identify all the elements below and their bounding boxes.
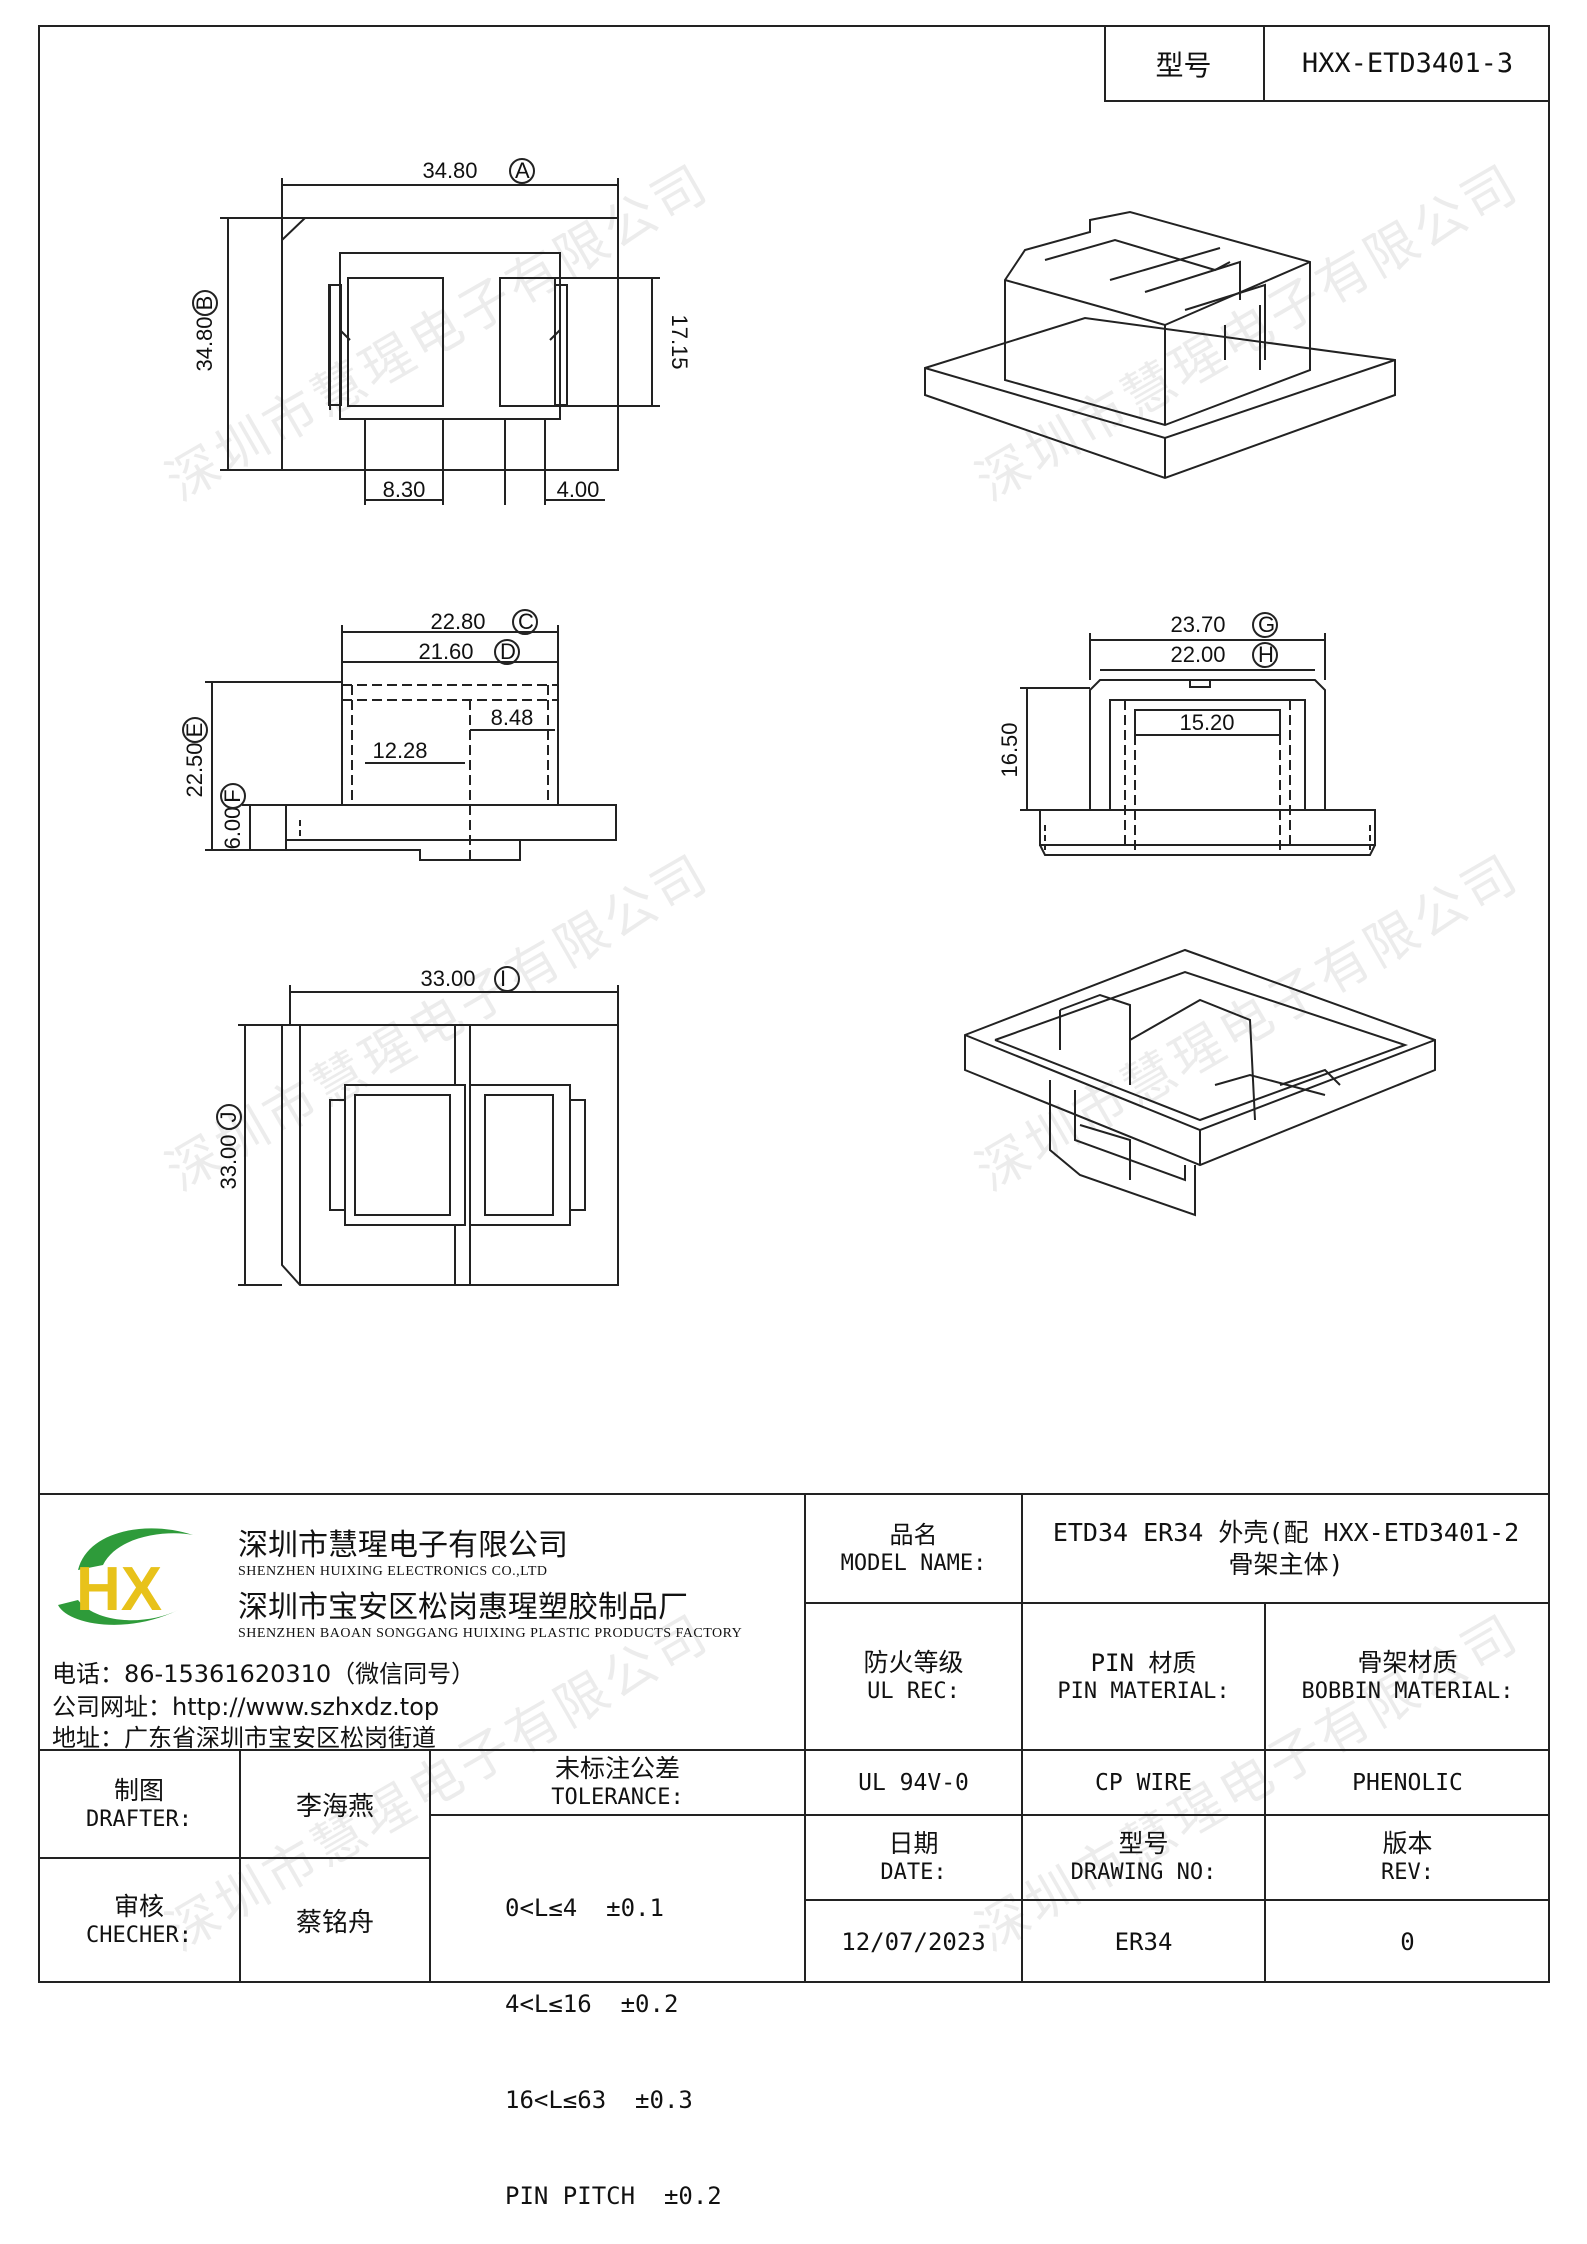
checker-name: 蔡铭舟 xyxy=(295,1908,374,1938)
logo-text: HX xyxy=(76,1555,162,1624)
tolerance-line: 16<L≤63 ±0.3 xyxy=(505,2086,693,2114)
technical-drawing: 34.80 A 34.80 B 17.15 8.30 4.00 22.80 C … xyxy=(182,158,1436,1286)
model-header-divider xyxy=(1263,25,1265,102)
tolerance-line: PIN PITCH ±0.2 xyxy=(505,2182,722,2210)
ul-rec-cn: 防火等级 xyxy=(863,1648,964,1678)
dim-inner2-text: 8.48 xyxy=(491,705,534,730)
pin-value: CP WIRE xyxy=(1095,1769,1192,1796)
top-view xyxy=(220,178,660,505)
tolerance-line: 0<L≤4 ±0.1 xyxy=(505,1894,664,1922)
model-name-value-line1: ETD34 ER34 外壳(配 HXX-ETD3401-2 xyxy=(1052,1518,1520,1548)
tolerance-cn: 未标注公差 xyxy=(554,1754,680,1784)
dim-g-tag: G xyxy=(1258,612,1275,637)
dim-b-text: 34.80 xyxy=(192,316,217,371)
dim-j-text: 33.00 xyxy=(216,1134,241,1189)
model-name-value-line2: 骨架主体) xyxy=(1228,1549,1344,1579)
dim-inner1-text: 12.28 xyxy=(372,738,427,763)
drawing-frame xyxy=(38,25,1550,1983)
model-name-en: MODEL NAME: xyxy=(840,1550,987,1576)
dim-c-text: 22.80 xyxy=(430,609,485,634)
dim-front-height-text: 16.50 xyxy=(997,722,1022,777)
dim-e-text: 22.50 xyxy=(182,742,207,797)
drawing-no-cn: 型号 xyxy=(1118,1829,1169,1859)
rev-value: 0 xyxy=(1400,1927,1415,1956)
rev-en: REV: xyxy=(1381,1860,1434,1886)
factory-name-en: SHENZHEN BAOAN SONGGANG HUIXING PLASTIC … xyxy=(238,1626,743,1641)
dim-f-text: 6.00 xyxy=(220,807,245,850)
company-website[interactable]: 公司网址：http://www.szhxdz.top xyxy=(52,1693,440,1721)
checker-en: CHECHER: xyxy=(86,1923,192,1949)
drafter-name: 李海燕 xyxy=(295,1791,374,1822)
model-name-cn: 品名 xyxy=(889,1520,938,1549)
dim-i-tag: I xyxy=(500,966,506,991)
tolerance-en: TOLERANCE: xyxy=(551,1785,684,1811)
side-view xyxy=(205,625,617,861)
pin-material-cn: PIN 材质 xyxy=(1090,1648,1197,1677)
dim-d-text: 21.60 xyxy=(418,639,473,664)
date-cn: 日期 xyxy=(888,1829,939,1859)
factory-name-cn: 深圳市宝安区松岗惠瑆塑胶制品厂 xyxy=(238,1590,688,1625)
model-value: HXX-ETD3401-3 xyxy=(1301,48,1514,79)
company-name-en: SHENZHEN HUIXING ELECTRONICS CO.,LTD xyxy=(238,1564,548,1579)
checker-cn: 审核 xyxy=(113,1892,164,1922)
ul-rec-en: UL REC: xyxy=(867,1679,960,1705)
dim-a-tag: A xyxy=(515,158,530,183)
dim-c-tag: C xyxy=(518,609,534,634)
drafter-en: DRAFTER: xyxy=(86,1806,192,1832)
dim-g-text: 23.70 xyxy=(1170,612,1225,637)
bobbin-material-en: BOBBIN MATERIAL: xyxy=(1301,1679,1514,1705)
tolerance-line: 4<L≤16 ±0.2 xyxy=(505,1990,679,2018)
dim-h-text: 22.00 xyxy=(1170,642,1225,667)
dim-i-text: 33.00 xyxy=(420,966,475,991)
dim-a-text: 34.80 xyxy=(422,158,477,183)
pin-material-en: PIN MATERIAL: xyxy=(1057,1678,1230,1704)
dim-j-tag: J xyxy=(216,1112,241,1123)
tolerance-values: 0<L≤4 ±0.1 4<L≤16 ±0.2 16<L≤63 ±0.3 PIN … xyxy=(505,1828,722,2244)
dim-b-tag: B xyxy=(192,296,217,311)
dim-right-text: 4.00 xyxy=(557,477,600,502)
dim-h-tag: H xyxy=(1258,642,1274,667)
model-label: 型号 xyxy=(1155,48,1212,82)
rev-cn: 版本 xyxy=(1382,1829,1433,1859)
dim-e-tag: E xyxy=(182,723,207,738)
drafter-cn: 制图 xyxy=(113,1775,164,1805)
company-address: 地址：广东省深圳市宝安区松岗街道 xyxy=(52,1724,436,1752)
dim-height-text: 17.15 xyxy=(667,314,692,369)
dim-left-text: 8.30 xyxy=(383,477,426,502)
bobbin-value: PHENOLIC xyxy=(1352,1769,1463,1796)
iso-view-bottom xyxy=(964,948,1436,1217)
dim-f-tag: F xyxy=(220,789,245,802)
company-logo: HX xyxy=(58,1528,193,1625)
drawing-no-value: ER34 xyxy=(1114,1927,1173,1956)
bottom-view xyxy=(238,985,619,1286)
iso-view-top xyxy=(924,210,1396,480)
front-view xyxy=(1020,633,1376,856)
ul-value: UL 94V-0 xyxy=(858,1769,969,1796)
dim-front-inner-text: 15.20 xyxy=(1179,710,1234,735)
model-header-box xyxy=(1104,25,1550,102)
bobbin-material-cn: 骨架材质 xyxy=(1357,1648,1458,1678)
drawing-no-en: DRAWING NO: xyxy=(1070,1860,1217,1886)
company-phone: 电话：86-15361620310（微信同号） xyxy=(52,1660,476,1688)
date-value: 12/07/2023 xyxy=(841,1927,986,1956)
dim-d-tag: D xyxy=(500,639,516,664)
date-en: DATE: xyxy=(880,1860,947,1886)
company-name-cn: 深圳市慧瑆电子有限公司 xyxy=(238,1528,568,1563)
